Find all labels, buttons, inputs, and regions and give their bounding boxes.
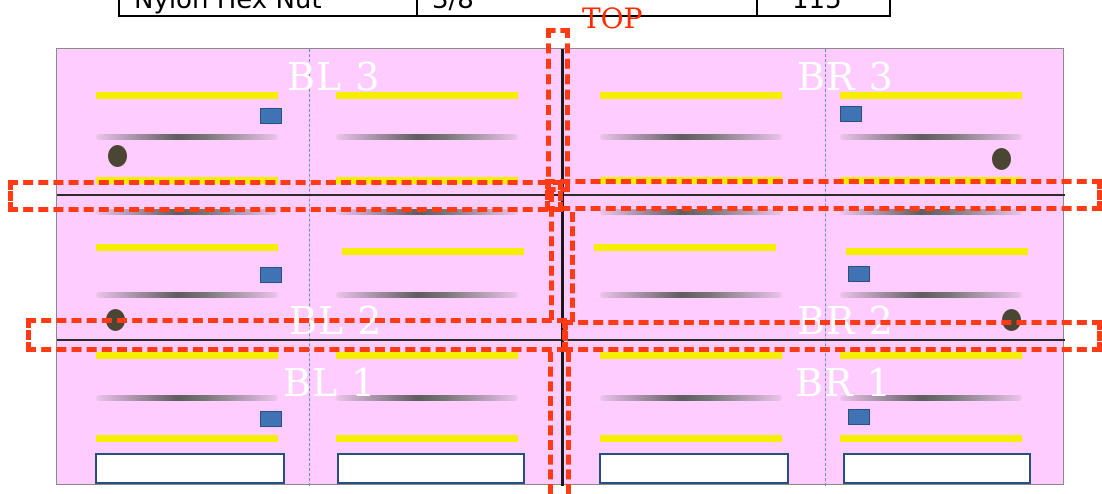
guide-line-left xyxy=(309,49,310,486)
table-divider xyxy=(416,0,418,15)
slot-groove xyxy=(96,134,278,140)
slot-groove xyxy=(96,209,278,215)
rail xyxy=(96,92,278,99)
rail xyxy=(840,352,1022,359)
rail xyxy=(840,435,1022,442)
slot-groove xyxy=(600,209,782,215)
marker-upper-right xyxy=(545,179,1102,211)
marker-bottom-left xyxy=(548,352,553,494)
slot-groove xyxy=(840,134,1022,140)
screw-icon xyxy=(108,145,127,167)
slot-groove xyxy=(336,209,518,215)
section-label-br3: BR 3 xyxy=(797,55,894,99)
label-slot xyxy=(599,453,789,484)
rail xyxy=(594,244,776,251)
rail xyxy=(840,92,1022,99)
rail xyxy=(96,435,278,442)
marker-top-center xyxy=(546,28,570,192)
table-cell-size: 3/8 xyxy=(432,0,474,15)
tab-marker xyxy=(840,106,862,122)
label-slot xyxy=(95,453,285,484)
rail xyxy=(96,244,278,251)
slot-groove xyxy=(600,292,782,298)
table-cell-qty: 115 xyxy=(792,0,842,15)
rail xyxy=(600,92,782,99)
marker-bottom-right xyxy=(566,352,571,494)
slot-groove xyxy=(840,209,1022,215)
rail xyxy=(342,248,524,255)
slot-groove xyxy=(336,395,518,401)
tab-marker xyxy=(848,409,870,425)
slot-groove xyxy=(840,292,1022,298)
marker-lower-right xyxy=(563,320,1102,352)
label-slot xyxy=(337,453,525,484)
section-label-br1: BR 1 xyxy=(795,361,892,405)
rail xyxy=(600,352,782,359)
marker-center-left xyxy=(549,192,554,320)
tab-marker xyxy=(260,411,282,427)
slot-groove xyxy=(96,395,278,401)
table-divider xyxy=(756,0,758,15)
tab-marker xyxy=(260,108,282,124)
slot-groove xyxy=(600,134,782,140)
marker-center-right xyxy=(570,212,575,322)
table-cell-part: Nylon Hex Nut xyxy=(134,0,322,15)
marker-lower-left xyxy=(26,318,567,352)
rail xyxy=(96,352,278,359)
slot-groove xyxy=(336,292,518,298)
rail xyxy=(600,435,782,442)
top-label: TOP xyxy=(582,2,643,35)
guide-line-right xyxy=(825,49,826,486)
screw-icon xyxy=(992,148,1011,170)
slot-groove xyxy=(96,292,278,298)
rail xyxy=(846,248,1028,255)
tab-marker xyxy=(848,266,870,282)
rail xyxy=(336,92,518,99)
section-label-bl3: BL 3 xyxy=(287,55,381,99)
slot-groove xyxy=(840,395,1022,401)
slot-groove xyxy=(336,134,518,140)
marker-upper-left xyxy=(8,180,563,212)
rack-diagram: BL 3 BR 3 BL 2 BR 2 BL 1 BR 1 xyxy=(56,48,1065,486)
section-label-bl1: BL 1 xyxy=(283,361,377,405)
tab-marker xyxy=(260,267,282,283)
rail xyxy=(336,435,518,442)
label-slot xyxy=(843,453,1031,484)
parts-table: Nylon Hex Nut 3/8 115 xyxy=(118,0,891,17)
center-divider xyxy=(561,49,564,486)
slot-groove xyxy=(600,395,782,401)
rail xyxy=(336,352,518,359)
